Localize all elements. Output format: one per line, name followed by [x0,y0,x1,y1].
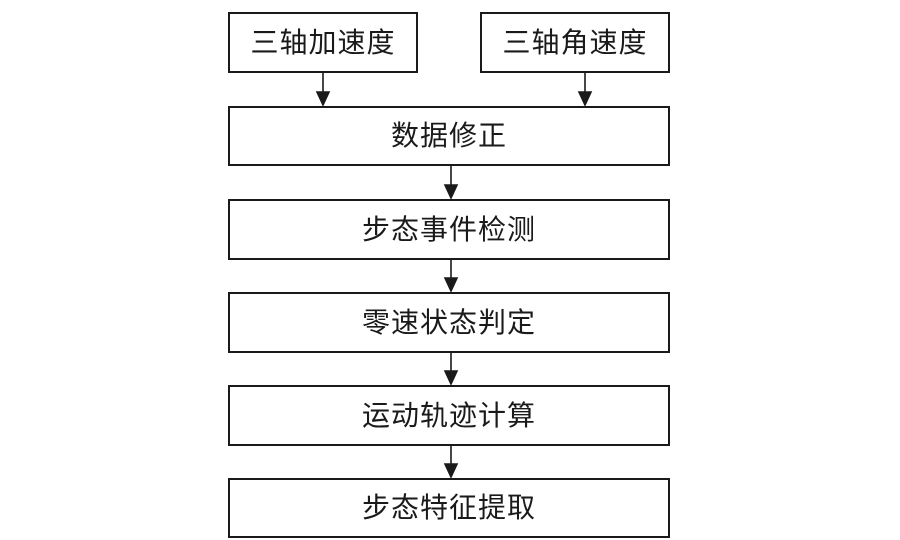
input-box-angular-velocity: 三轴角速度 [480,12,670,73]
step-box-gait-event-detection: 步态事件检测 [228,199,670,260]
input-box-acceleration: 三轴加速度 [228,12,418,73]
step-label-trajectory-calculation: 运动轨迹计算 [361,398,536,432]
input-label-acceleration: 三轴加速度 [250,25,396,59]
step-box-data-correction: 数据修正 [228,106,670,166]
input-label-angular-velocity: 三轴角速度 [502,25,648,59]
step-box-zero-velocity-detection: 零速状态判定 [228,292,670,353]
arrow-angular-velocity-to-correction [577,73,593,107]
step-label-data-correction: 数据修正 [390,119,507,152]
step-label-gait-event-detection: 步态事件检测 [361,212,536,246]
step-box-gait-feature-extraction: 步态特征提取 [228,478,670,538]
step-label-zero-velocity-detection: 零速状态判定 [361,305,536,339]
step-label-gait-feature-extraction: 步态特征提取 [361,491,536,524]
arrow-acceleration-to-correction [315,73,331,107]
arrow-trajectory-to-feature-extraction [443,446,459,479]
arrow-zero-velocity-to-trajectory [443,353,459,386]
arrow-event-detection-to-zero-velocity [443,260,459,293]
arrow-correction-to-event-detection [443,166,459,200]
step-box-trajectory-calculation: 运动轨迹计算 [228,385,670,446]
